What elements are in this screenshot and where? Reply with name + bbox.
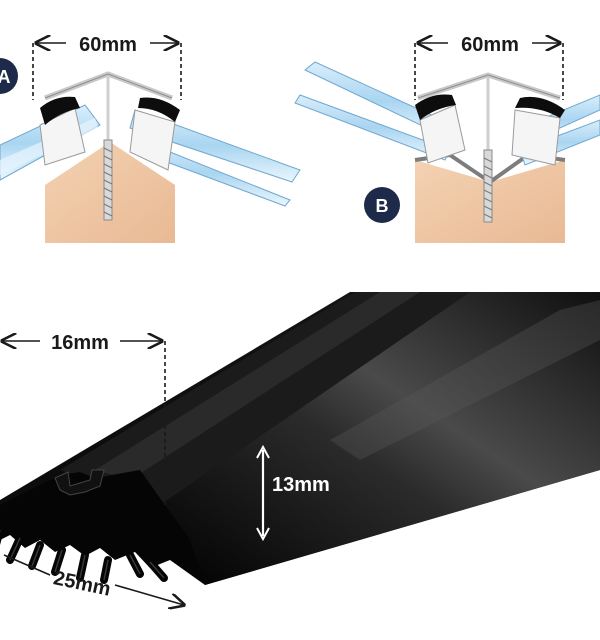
gasket-profile — [0, 292, 600, 585]
diagram-b: 60mm B — [294, 34, 600, 243]
diagram-a-width-label: 60mm — [79, 34, 137, 56]
diagram-b-badge-label: B — [376, 196, 389, 216]
diagram-b-width-label: 60mm — [461, 34, 519, 56]
diagram-a-badge-label: A — [0, 67, 11, 87]
diagram-a-badge — [0, 58, 18, 94]
diagram-a: 60mm A — [0, 34, 301, 243]
diagram-b-badge — [364, 187, 400, 223]
height-label: 13mm — [272, 474, 330, 496]
diagram-a-screw — [103, 139, 113, 221]
dimension-13mm: 13mm — [256, 444, 330, 542]
diagram-b-screw — [483, 149, 493, 223]
top-width-label: 16mm — [51, 332, 109, 354]
profile-cross-section — [0, 470, 205, 585]
dimension-16mm: 16mm — [2, 332, 166, 505]
